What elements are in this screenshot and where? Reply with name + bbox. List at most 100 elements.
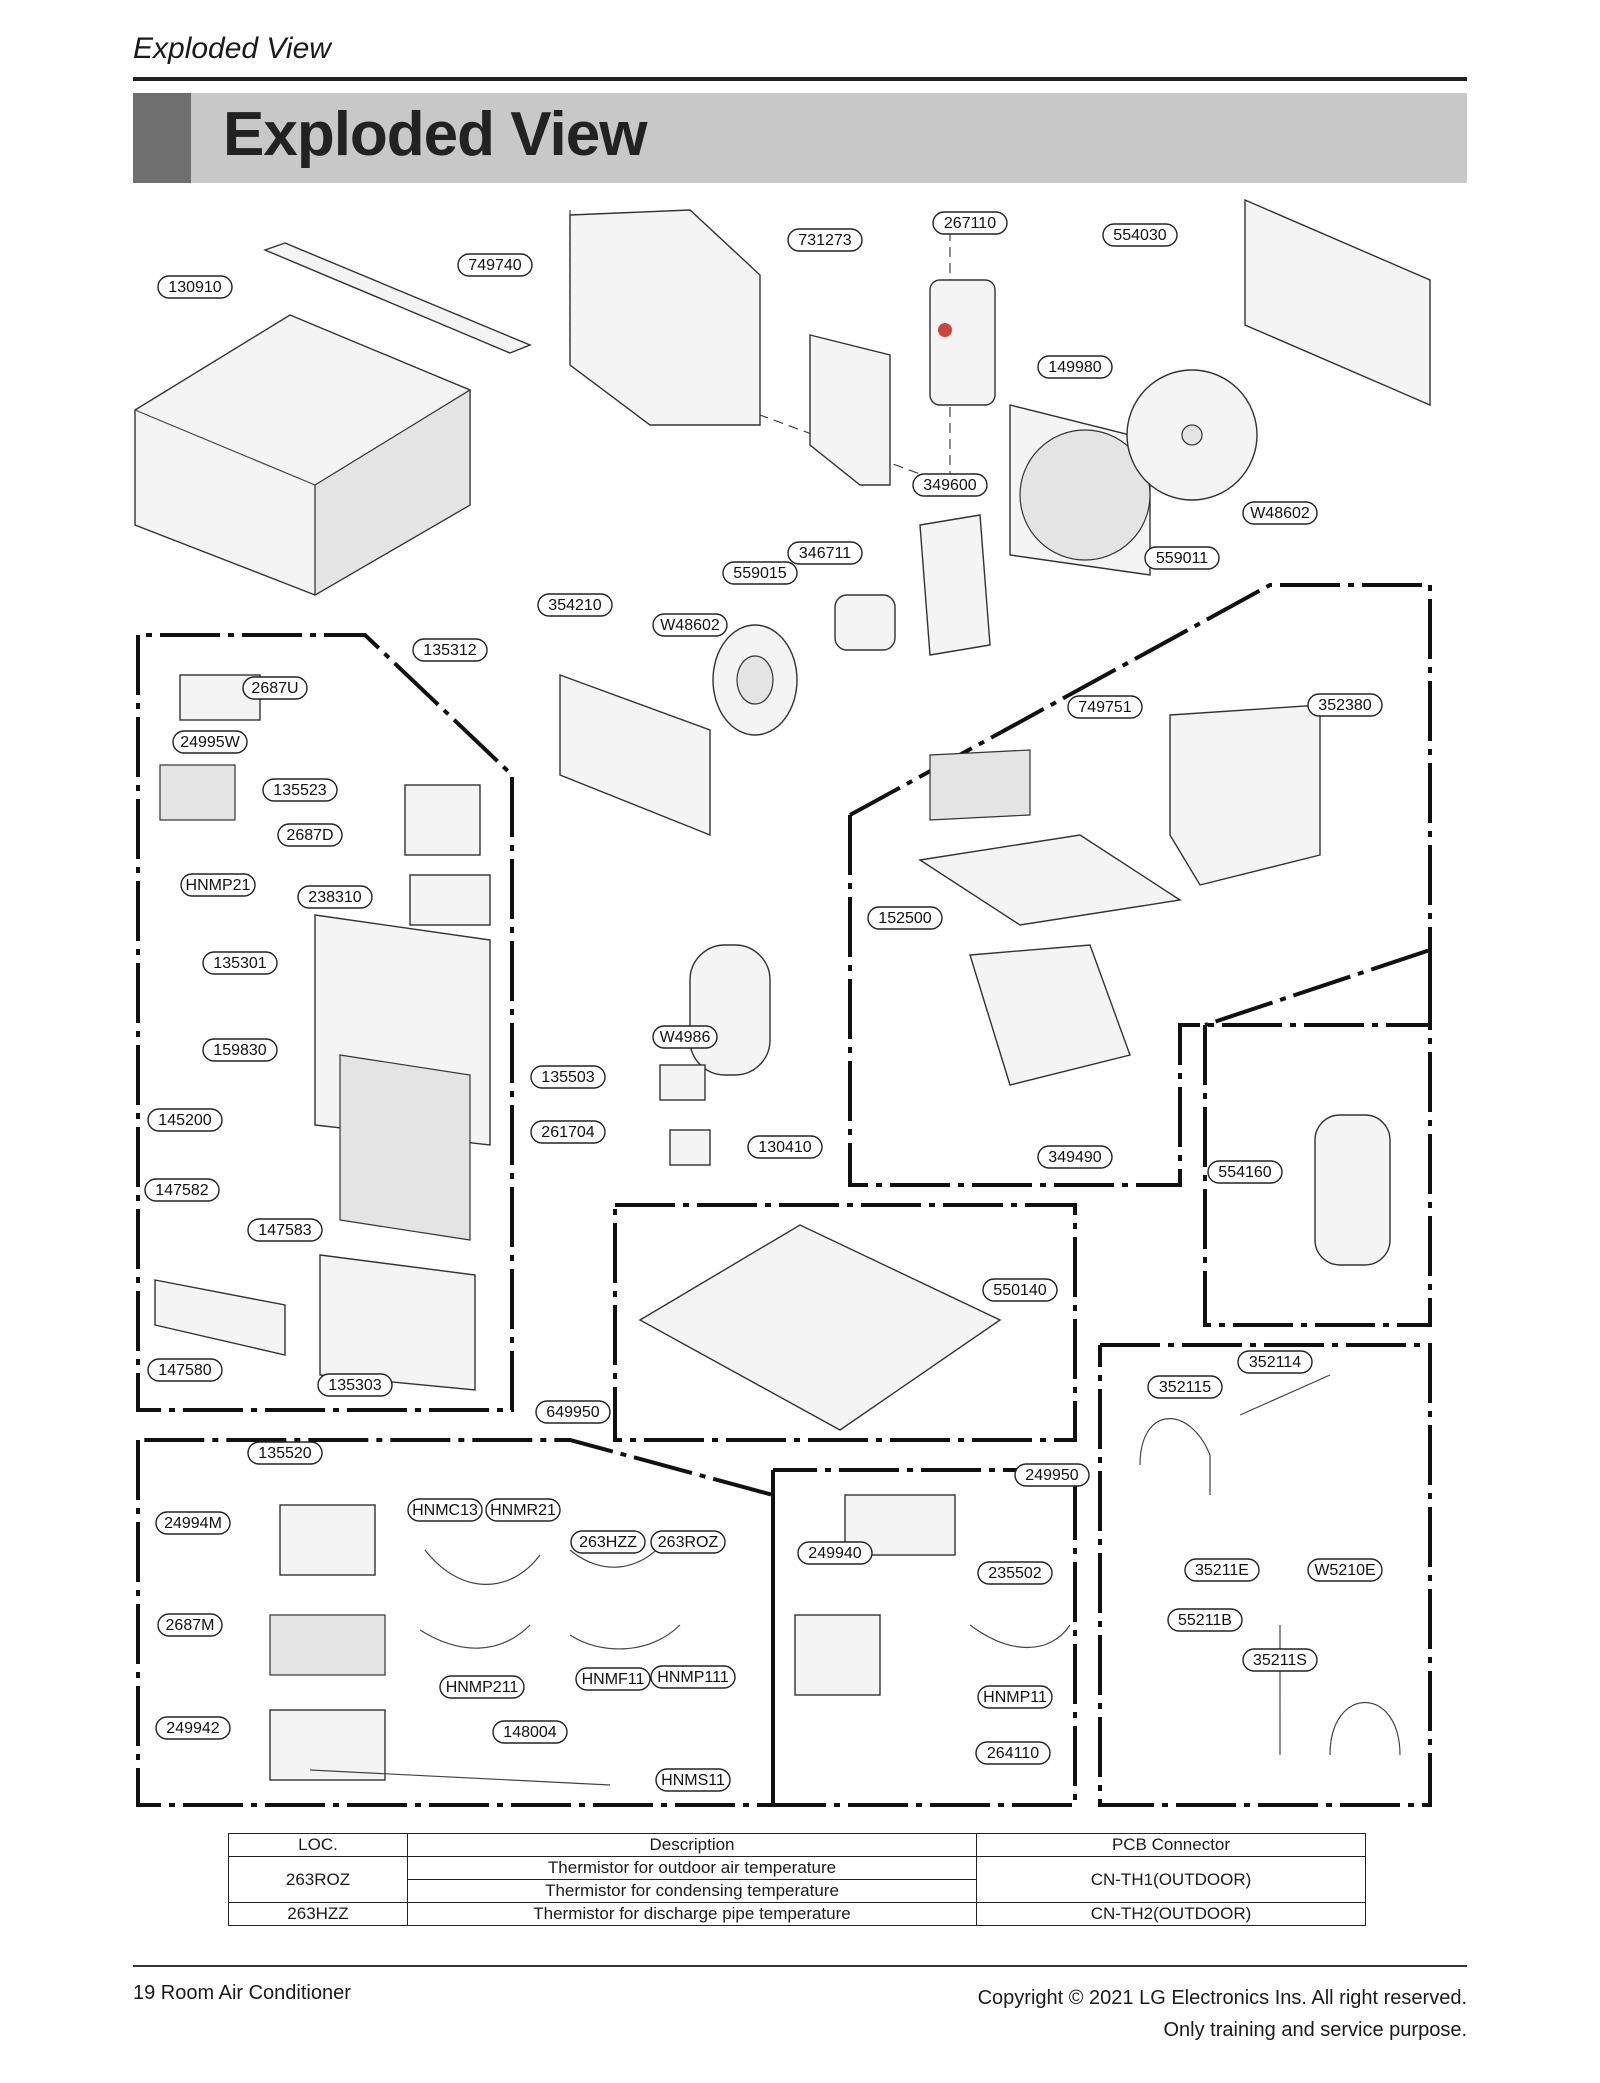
- callout-267110: 267110: [932, 211, 1008, 235]
- callout-554160: 554160: [1207, 1160, 1283, 1184]
- callout-label: 135503: [541, 1069, 594, 1086]
- callout-label: 135303: [328, 1377, 381, 1394]
- callout-hnmp211: HNMP211: [439, 1675, 525, 1699]
- evaporator-part: [559, 673, 711, 837]
- callout-263hzz: 263HZZ: [570, 1530, 646, 1554]
- top-rail-part: [263, 242, 532, 354]
- callout-label: 349600: [923, 477, 976, 494]
- table-cell-desc: Thermistor for outdoor air temperature: [407, 1856, 977, 1880]
- callout-label: HNMP21: [186, 877, 251, 894]
- callout-135312: 135312: [412, 638, 488, 662]
- frame-base-group: [613, 1203, 1077, 1442]
- callout-261704: 261704: [530, 1120, 606, 1144]
- callout-label: HNMP11: [983, 1689, 1047, 1706]
- callout-hnmf11: HNMF11: [575, 1667, 651, 1691]
- callout-147583: 147583: [247, 1218, 323, 1242]
- callout-label: 135520: [258, 1445, 311, 1462]
- transformer-part: [669, 1129, 711, 1166]
- motor-part: [834, 594, 896, 651]
- air-filter-part: [339, 1054, 471, 1241]
- callout-label: 238310: [308, 889, 361, 906]
- drain-tray-part: [929, 749, 1031, 821]
- footer-page-label: 19 Room Air Conditioner: [133, 1982, 351, 2004]
- callout-135301: 135301: [202, 951, 278, 975]
- callout-label: 550140: [993, 1282, 1046, 1299]
- remote-controller-part: [929, 279, 996, 406]
- section-title-bar: Exploded View: [133, 93, 1467, 183]
- callout-35211s: 35211S: [1242, 1648, 1318, 1672]
- footer-copyright: Copyright © 2021 LG Electronics Ins. All…: [977, 1987, 1467, 2009]
- callout-label: 148004: [503, 1724, 556, 1741]
- insulation-part: [689, 944, 771, 1076]
- table-header-row: LOC. Description PCB Connector: [228, 1833, 1366, 1857]
- compressor-part: [1314, 1114, 1391, 1266]
- callout-label: 130910: [168, 279, 221, 296]
- callout-label: 35211S: [1253, 1652, 1307, 1669]
- callout-554030: 554030: [1102, 223, 1178, 247]
- callout-hnmp11: HNMP11: [977, 1685, 1053, 1709]
- frame-piping-group: [1098, 1343, 1432, 1807]
- callout-263roz: 263ROZ: [650, 1530, 726, 1554]
- callout-w4986: W4986: [652, 1025, 718, 1049]
- callout-352114: 352114: [1237, 1350, 1313, 1374]
- callout-550140: 550140: [982, 1278, 1058, 1302]
- callout-w5210e: W5210E: [1307, 1558, 1383, 1582]
- table-header-description: Description: [407, 1833, 977, 1857]
- air-guide-bracket-part: [918, 834, 1182, 926]
- callout-label: 2687D: [286, 827, 333, 844]
- callout-147580: 147580: [147, 1358, 223, 1382]
- callout-label: HNMC13: [412, 1502, 478, 1519]
- callout-559011: 559011: [1144, 546, 1220, 570]
- footer-rule: [133, 1965, 1467, 1967]
- callout-label: 55211B: [1178, 1612, 1232, 1629]
- header-rule: [133, 77, 1467, 81]
- callout-label: HNMS11: [661, 1772, 725, 1789]
- callout-2687m: 2687M: [157, 1613, 223, 1637]
- exploded-view-diagram: 749740 130910 731273 267110 554030 149980 3496…: [134, 198, 1432, 1807]
- callout-label: 147580: [158, 1362, 211, 1379]
- callout-2687u: 2687U: [242, 676, 308, 700]
- callout-label: 649950: [546, 1404, 599, 1421]
- callout-label: HNMP211: [446, 1679, 519, 1696]
- callout-label: 147582: [155, 1182, 208, 1199]
- cabinet-part: [134, 314, 471, 597]
- frame-electrical-group: [771, 1468, 1077, 1807]
- callout-731273: 731273: [787, 228, 863, 252]
- table-cell-desc: Thermistor for discharge pipe temperatur…: [407, 1902, 977, 1926]
- callout-135303: 135303: [317, 1373, 393, 1397]
- control-box-part: [279, 1504, 376, 1576]
- callout-349490: 349490: [1037, 1145, 1113, 1169]
- callout-749740: 749740: [457, 253, 533, 277]
- callout-249950: 249950: [1014, 1463, 1090, 1487]
- base-pan-part: [638, 1224, 1002, 1431]
- callout-147582: 147582: [144, 1178, 220, 1202]
- callout-label: 554160: [1218, 1164, 1271, 1181]
- callout-152500: 152500: [867, 906, 943, 930]
- callout-label: 235502: [988, 1565, 1041, 1582]
- thermistor-table: LOC. Description PCB Connector 263ROZ Th…: [228, 1833, 1366, 1926]
- frame-front-panel-group: [136, 633, 514, 1412]
- callout-354210: 354210: [537, 593, 613, 617]
- curtain-panel-part: [569, 209, 891, 486]
- callout-145200: 145200: [147, 1108, 223, 1132]
- table-row: Thermistor for condensing temperature: [229, 1879, 1366, 1903]
- callout-label: 35211E: [1195, 1562, 1249, 1579]
- pcb-main-part: [159, 764, 236, 821]
- callout-w48602: W48602: [652, 613, 728, 637]
- callout-label: 149980: [1048, 359, 1101, 376]
- footer-purpose: Only training and service purpose.: [1163, 2019, 1468, 2041]
- callout-label: 352114: [1249, 1354, 1301, 1371]
- callout-label: W48602: [660, 617, 720, 634]
- callout-label: W5210E: [1314, 1562, 1375, 1579]
- frame-air-guide-group: [848, 583, 1432, 1187]
- callout-135523: 135523: [262, 778, 338, 802]
- frame-control-group: [136, 1438, 775, 1807]
- callout-2687d: 2687D: [277, 823, 343, 847]
- table-row: 263HZZ Thermistor for discharge pipe tem…: [228, 1902, 1366, 1926]
- callout-label: 2687M: [166, 1617, 215, 1634]
- callout-130910: 130910: [157, 275, 233, 299]
- orifice-part: [969, 944, 1131, 1086]
- callout-hnmr21: HNMR21: [485, 1498, 561, 1522]
- callout-label: 263HZZ: [579, 1534, 637, 1551]
- callout-label: 24995W: [180, 734, 240, 751]
